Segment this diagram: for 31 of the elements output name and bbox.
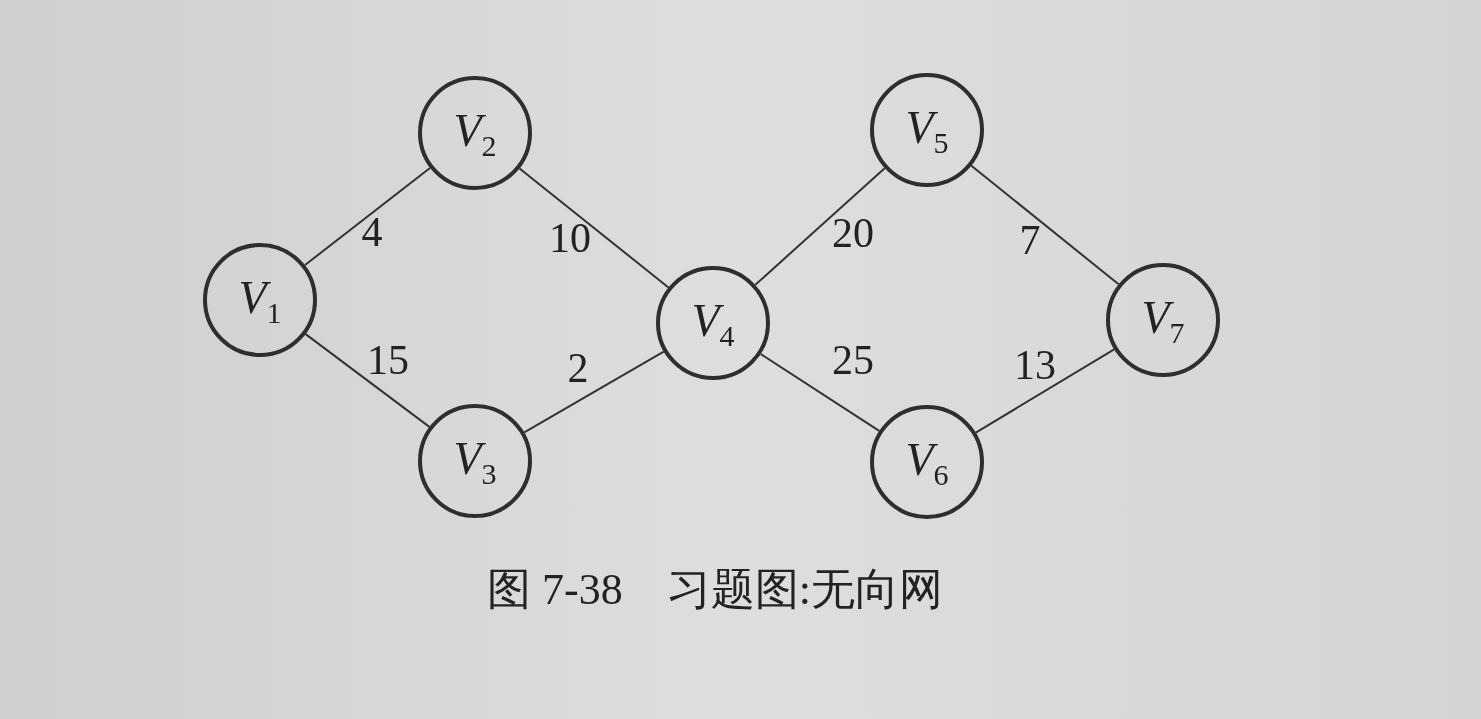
- edge-weight: 4: [361, 208, 383, 256]
- edge-weight: 15: [367, 336, 409, 384]
- vertex-label: V$_{5}$: [905, 100, 949, 160]
- edge-line: [304, 333, 431, 428]
- edge-weight: 2: [567, 344, 589, 392]
- vertex-circle: [870, 73, 984, 187]
- vertex-label: V$_{6}$: [905, 432, 949, 492]
- figure-caption: 图 7-38 习题图:无向网: [486, 564, 944, 616]
- edge-weight: 25: [832, 336, 874, 384]
- edge-line: [759, 353, 881, 432]
- vertex-label: V$_{4}$: [691, 293, 735, 353]
- edge-line: [970, 164, 1120, 286]
- edge-line: [523, 350, 665, 434]
- edge-line: [754, 167, 886, 286]
- vertex-label: V$_{2}$: [453, 103, 497, 163]
- vertex-circle: [418, 76, 532, 190]
- vertex-label: V$_{3}$: [453, 431, 497, 491]
- edge-line: [974, 348, 1116, 434]
- edge-line: [518, 167, 670, 289]
- vertex-circle: [870, 405, 984, 519]
- vertex-circle: [656, 266, 770, 380]
- edge-weight: 20: [832, 209, 874, 257]
- edge-weight: 7: [1019, 216, 1041, 264]
- vertex-circle: [418, 404, 532, 518]
- vertex-circle: [203, 243, 317, 357]
- vertex-label: V$_{7}$: [1141, 290, 1185, 350]
- edge-weight: 13: [1014, 341, 1056, 389]
- vertex-label: V$_{1}$: [238, 270, 282, 330]
- edge-weight: 10: [549, 214, 591, 262]
- edge-line: [304, 166, 431, 267]
- vertex-circle: [1106, 263, 1220, 377]
